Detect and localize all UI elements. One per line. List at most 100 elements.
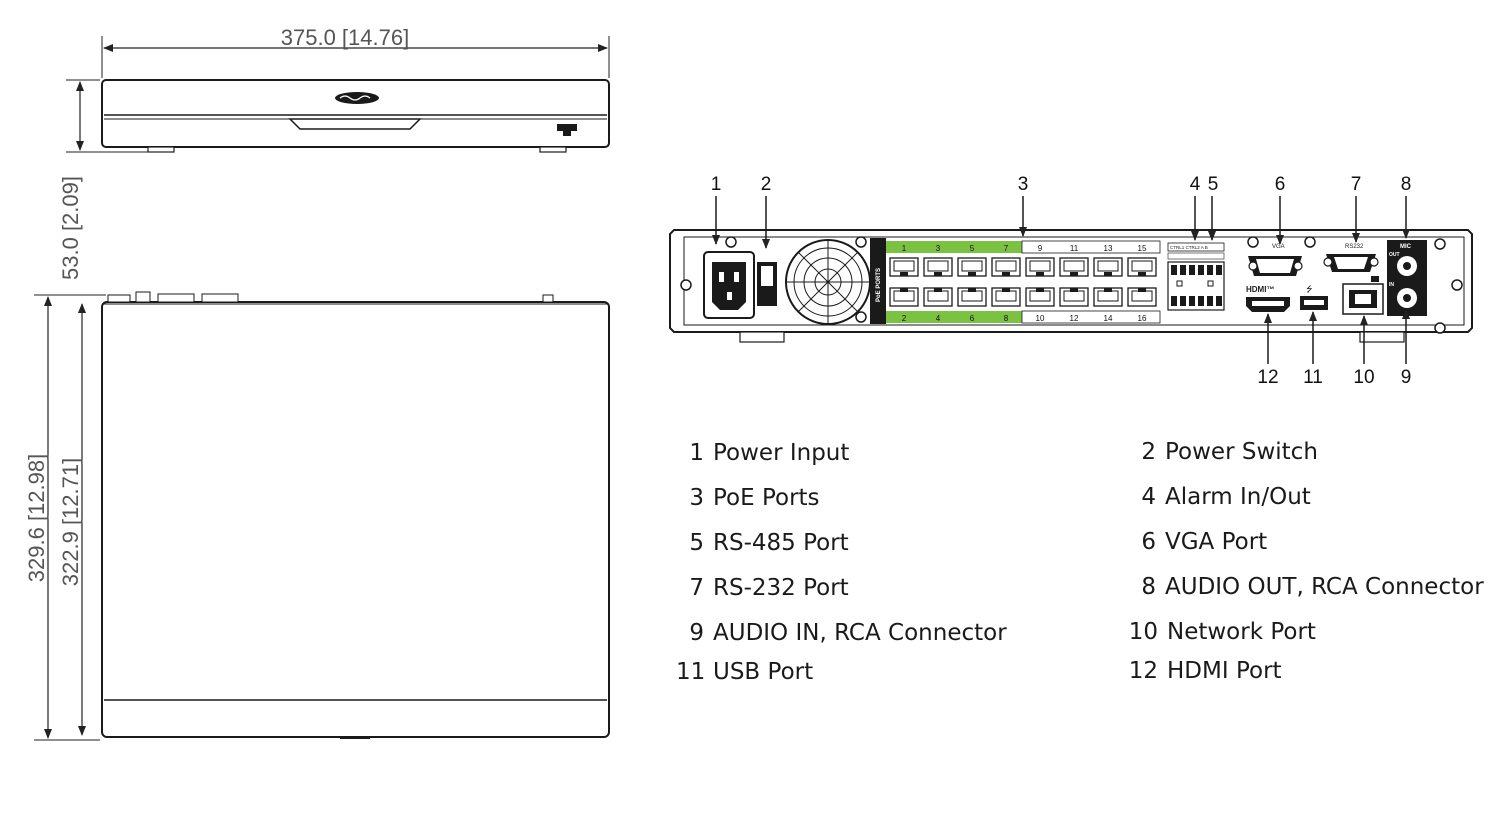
poe-port-number: 12 [1070, 314, 1079, 323]
poe-port-number: 2 [902, 314, 907, 323]
poe-port-number: 16 [1138, 314, 1147, 323]
rj45-port [957, 287, 987, 307]
legend-number: 9 [689, 620, 704, 646]
rj45-port [1025, 287, 1055, 307]
legend-number: 2 [1141, 439, 1156, 465]
screw-icon [680, 236, 1463, 334]
callout-3: 3 [1018, 174, 1029, 195]
callout-2: 2 [761, 174, 772, 195]
rj45-port-grid [889, 257, 1157, 307]
legend-label: AUDIO IN, RCA Connector [713, 620, 1007, 646]
callout-4: 4 [1190, 174, 1201, 195]
depth-inner-dimension: 322.9 [12.71] [58, 458, 83, 586]
rj45-port [889, 287, 919, 307]
legend-item-poe-ports: 3 PoE Ports [676, 485, 820, 511]
legend-label: RS-485 Port [713, 530, 849, 556]
rj45-port [923, 257, 953, 277]
legend-label: PoE Ports [713, 485, 820, 511]
alarm-header-label: CTRL1 CTRL2 A B [1170, 245, 1208, 250]
depth-outer-dimension: 329.6 [12.98] [24, 454, 49, 582]
terminal-pin [1189, 265, 1195, 275]
audio-out-label: OUT [1389, 252, 1400, 258]
legend-number: 3 [689, 485, 704, 511]
legend-label: Alarm In/Out [1165, 484, 1311, 510]
legend-item-power-input: 1 Power Input [676, 440, 849, 466]
callout-11: 11 [1303, 367, 1323, 388]
poe-ports-label: PoE PORTS [876, 268, 882, 302]
rj45-port [1059, 287, 1089, 307]
poe-port-number: 1 [902, 244, 907, 253]
foot-right [539, 146, 567, 153]
callout-10: 10 [1353, 367, 1374, 388]
legend-label: USB Port [713, 659, 814, 685]
usb-port: ⭍ [1300, 285, 1328, 310]
terminal-pin [1207, 265, 1213, 275]
terminal-pin [1198, 296, 1204, 306]
legend-label: Power Input [713, 440, 850, 466]
callout-8: 8 [1401, 174, 1412, 195]
rj45-port [889, 257, 919, 277]
callout-12: 12 [1257, 367, 1278, 388]
poe-port-number: 8 [1004, 314, 1009, 323]
alarm-terminal-block: CTRL1 CTRL2 A B [1167, 242, 1225, 311]
power-input-socket [703, 251, 755, 319]
terminal-pin [1180, 265, 1186, 275]
poe-port-number: 3 [936, 244, 941, 253]
rj45-port [1025, 257, 1055, 277]
callout-6: 6 [1275, 174, 1286, 195]
usb-icon: ⭍ [1306, 285, 1313, 294]
callout-5: 5 [1208, 174, 1219, 195]
callout-9: 9 [1401, 367, 1412, 388]
poe-port-number: 6 [970, 314, 975, 323]
rj45-port [991, 287, 1021, 307]
height-dimension: 53.0 [2.09] [58, 176, 83, 280]
rj45-port [1127, 287, 1157, 307]
vga-port: VGA [1248, 244, 1303, 276]
rj45-port [1059, 257, 1089, 277]
terminal-pin [1216, 296, 1222, 306]
hdmi-port: HDMI™ [1246, 285, 1290, 312]
poe-port-number: 4 [936, 314, 941, 323]
legend-label: VGA Port [1165, 529, 1268, 555]
legend-item-audio-out: 8 AUDIO OUT, RCA Connector [1128, 574, 1484, 600]
terminal-pin [1171, 296, 1177, 306]
callout-lines [712, 196, 1410, 364]
rj45-port [1093, 257, 1123, 277]
top-panel [101, 301, 610, 738]
rs232-label: RS232 [1345, 244, 1364, 250]
legend-number: 8 [1141, 574, 1156, 600]
poe-port-number: 11 [1070, 244, 1079, 253]
front-view: 375.0 [14.76] 53.0 [2.09] [58, 25, 610, 280]
poe-port-number: 7 [1004, 244, 1009, 253]
legend-number: 7 [689, 575, 704, 601]
legend-number: 4 [1141, 484, 1156, 510]
hdmi-label: HDMI™ [1246, 285, 1274, 294]
usb-port-icon [557, 124, 577, 136]
vga-label: VGA [1272, 244, 1285, 250]
callout-7: 7 [1351, 174, 1362, 195]
front-panel [101, 79, 610, 148]
terminal-pin [1198, 265, 1204, 275]
top-view: 329.6 [12.98] 322.9 [12.71] [24, 291, 610, 741]
legend-item-audio-in: 9 AUDIO IN, RCA Connector [676, 620, 1007, 646]
terminal-pin [1180, 296, 1186, 306]
legend-number: 1 [689, 440, 704, 466]
foot-left [147, 146, 175, 153]
terminal-pin [1216, 265, 1222, 275]
poe-port-number: 10 [1036, 314, 1045, 323]
alarm-pins [1171, 265, 1222, 306]
mic-label: MIC [1400, 244, 1412, 250]
legend-number: 10 [1128, 619, 1158, 645]
legend-item-alarm: 4 Alarm In/Out [1128, 484, 1311, 510]
legend-label: AUDIO OUT, RCA Connector [1165, 574, 1484, 600]
